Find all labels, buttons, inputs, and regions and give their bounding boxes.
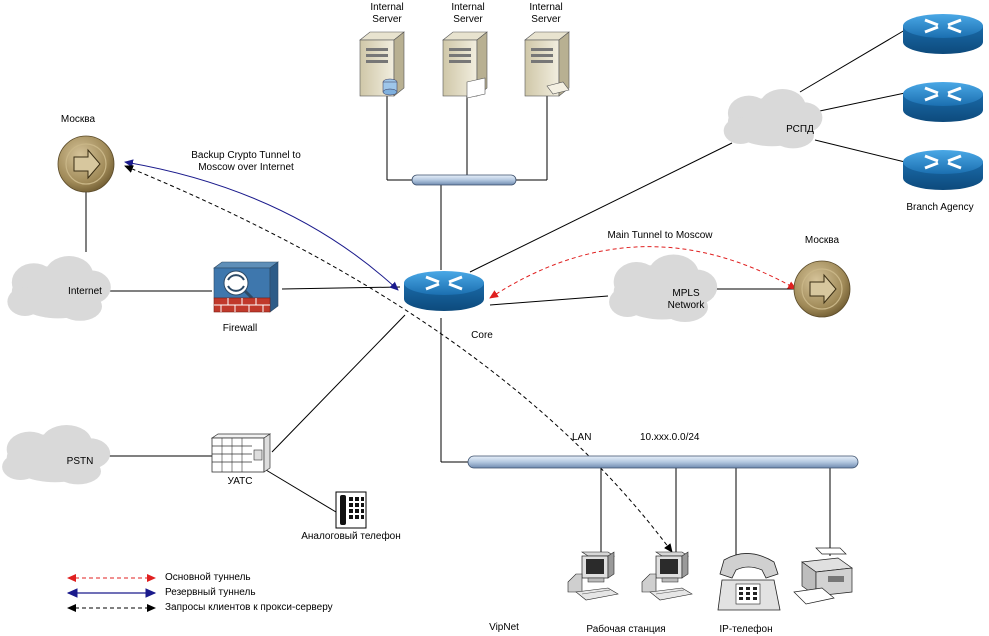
mpls-label-line2: Network <box>667 300 705 311</box>
vpn-moscow-right-icon[interactable] <box>793 260 851 318</box>
internal-server-2-icon <box>442 31 488 99</box>
server-2-label-line1: Internal <box>451 2 485 13</box>
mpls-label-line1: MPLS <box>672 288 700 299</box>
server-1-label-line1: Internal <box>370 2 404 13</box>
core-label: Core <box>471 330 493 341</box>
branch-router-2-icon[interactable] <box>901 80 985 124</box>
moscow-left-label: Москва <box>60 114 96 125</box>
server-bus <box>411 174 517 186</box>
branch-router-3-icon[interactable] <box>901 148 985 192</box>
proxy-requests-line <box>124 165 673 553</box>
firewall-label: Firewall <box>222 323 258 334</box>
pstn-cloud-icon <box>2 425 111 485</box>
moscow-right-label: Москва <box>804 235 840 246</box>
lan-bus <box>467 455 859 469</box>
main-tunnel-line <box>489 246 797 299</box>
vpn-moscow-left-icon[interactable] <box>57 135 115 193</box>
printer-icon[interactable] <box>793 547 853 605</box>
branch-router-1-icon[interactable] <box>901 12 985 56</box>
server-3-label-line2: Server <box>531 14 561 25</box>
internet-label: Internet <box>68 286 102 297</box>
analog-phone-icon[interactable] <box>335 491 367 529</box>
ip-phone-label: IP-телефон <box>719 624 773 635</box>
core-router-icon[interactable] <box>402 269 486 313</box>
firewall-icon[interactable] <box>213 261 279 313</box>
lan-label: LAN <box>572 432 592 443</box>
workstation-label: Рабочая станция <box>586 624 666 635</box>
legend-main-tunnel-label: Основной туннель <box>165 572 251 583</box>
pstn-label: PSTN <box>66 456 94 467</box>
backup-tunnel-label-line1: Backup Crypto Tunnel to <box>191 150 301 161</box>
workstation-2-icon[interactable] <box>641 551 693 601</box>
subnet-label: 10.xxx.0.0/24 <box>640 432 700 443</box>
rspd-label: РСПД <box>786 124 814 135</box>
legend-proxy-requests-label: Запросы клиентов к прокси-серверу <box>165 602 333 613</box>
internal-server-3-icon <box>524 31 570 97</box>
workstation-1-icon[interactable] <box>567 551 619 601</box>
uats-label: УАТС <box>227 476 253 487</box>
analog-phone-label: Аналоговый телефон <box>301 531 401 542</box>
server-3-label-line1: Internal <box>529 2 563 13</box>
uats-pbx-icon[interactable] <box>210 433 272 473</box>
server-1-label-line2: Server <box>372 14 402 25</box>
server-2-label-line2: Server <box>453 14 483 25</box>
legend <box>66 574 157 612</box>
legend-backup-tunnel-label: Резервный туннель <box>165 587 256 598</box>
rspd-cloud-icon <box>723 89 823 149</box>
backup-tunnel-label-line2: Moscow over Internet <box>198 162 294 173</box>
branch-agency-label: Branch Agency <box>906 202 974 213</box>
ip-phone-icon[interactable] <box>717 553 781 611</box>
internal-server-1-icon <box>359 31 405 97</box>
vipnet-label: VipNet <box>489 622 519 633</box>
main-tunnel-label: Main Tunnel to Moscow <box>607 230 713 241</box>
